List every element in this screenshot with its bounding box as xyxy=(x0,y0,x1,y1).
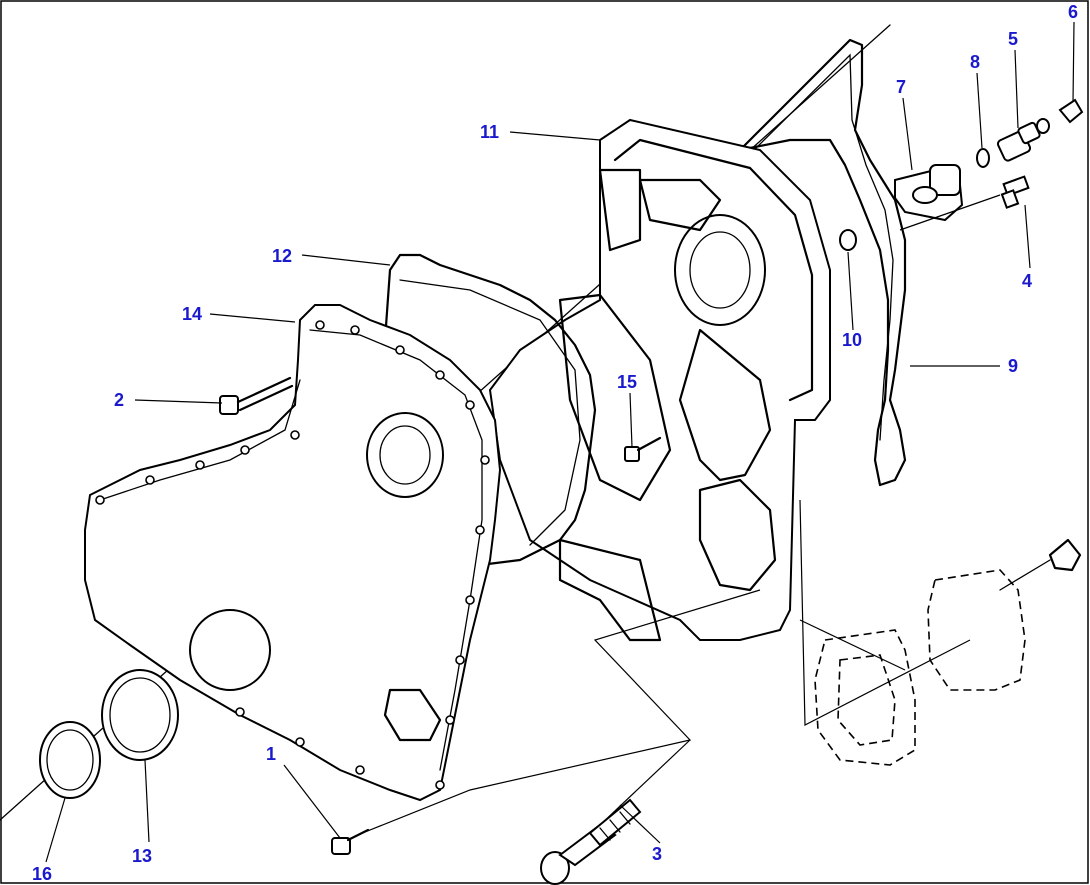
callout-8: 8 xyxy=(970,52,980,72)
callout-1: 1 xyxy=(266,744,276,764)
part-2-bolt xyxy=(219,376,294,415)
part-11-gear-housing xyxy=(488,118,831,642)
part-8-o-ring xyxy=(976,148,990,168)
callout-15: 15 xyxy=(617,372,637,392)
callout-14: 14 xyxy=(182,304,202,324)
part-14-front-cover xyxy=(84,304,502,802)
callout-11: 11 xyxy=(480,122,499,142)
callout-6: 6 xyxy=(1068,2,1078,22)
callout-7: 7 xyxy=(896,77,906,97)
callout-10: 10 xyxy=(842,330,862,350)
assembly-lines xyxy=(364,194,1001,833)
callout-3: 3 xyxy=(652,844,662,864)
callout-5: 5 xyxy=(1008,29,1018,49)
part-4-bolt xyxy=(1000,175,1030,209)
part-13-seal xyxy=(101,609,271,761)
callout-4: 4 xyxy=(1022,271,1032,291)
part-3-bolt xyxy=(540,798,642,885)
part-9-rear-gasket xyxy=(738,38,907,487)
part-7-flange-housing xyxy=(894,164,964,222)
part-1-bolt xyxy=(331,828,370,855)
part-16-ring xyxy=(39,721,101,799)
callouts: 1 2 3 4 5 6 7 8 9 10 11 12 13 14 15 16 xyxy=(32,2,1078,884)
callout-13: 13 xyxy=(132,846,152,866)
alternate-parts-dashed xyxy=(814,538,1082,766)
part-10-o-ring xyxy=(839,229,857,251)
cover-seal-bore xyxy=(366,412,444,498)
part-5-sensor xyxy=(996,118,1050,162)
housing-bore xyxy=(674,214,766,326)
part-6-connector xyxy=(1058,98,1084,124)
leader-lines xyxy=(45,21,1075,863)
callout-2: 2 xyxy=(114,390,124,410)
part-15-bolt xyxy=(624,436,662,462)
callout-16: 16 xyxy=(32,864,52,884)
callout-12: 12 xyxy=(272,246,292,266)
callout-9: 9 xyxy=(1008,356,1018,376)
